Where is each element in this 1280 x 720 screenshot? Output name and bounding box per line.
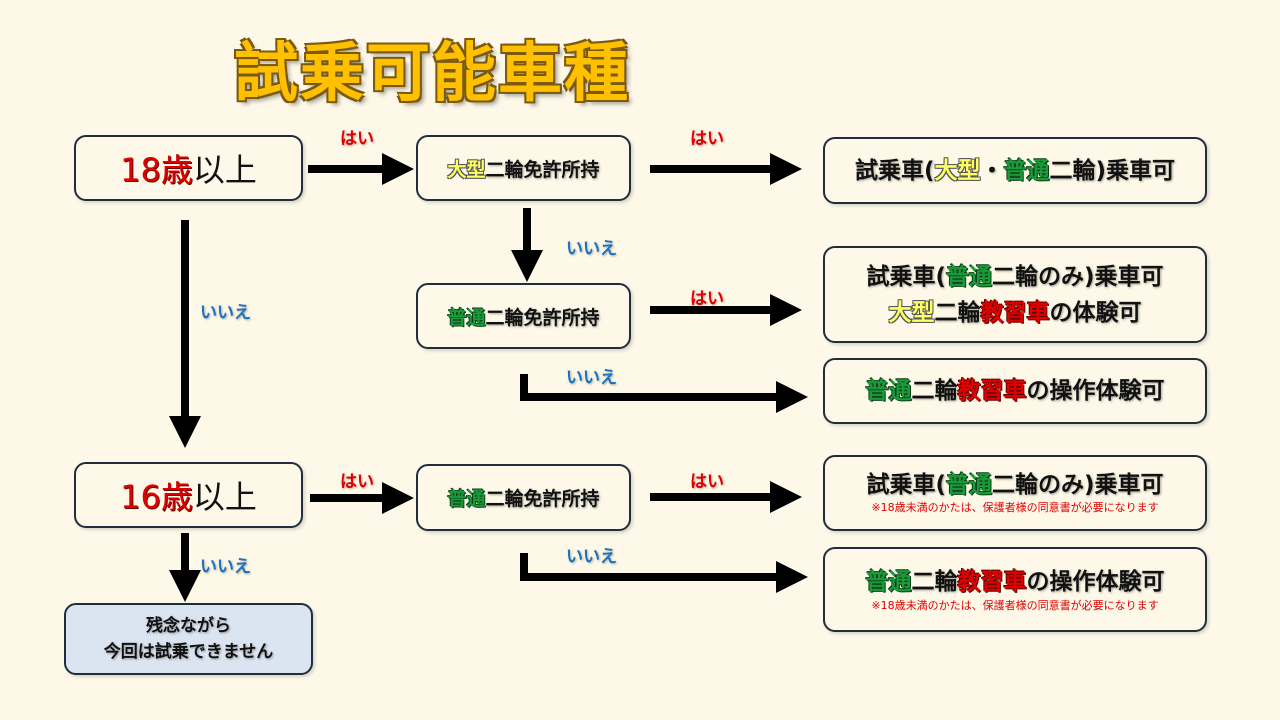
text-normal: 普通 [1003,157,1050,184]
text-training-bike: 教習車 [980,299,1050,326]
label-no: いいえ [566,547,617,567]
text: 二輪 [934,299,981,326]
label-yes: はい [340,472,374,492]
page-title: 試乗可能車種 [234,37,630,111]
node-normal-license-2: 普通二輪免許所持 [416,464,631,531]
text: 二輪 [911,378,958,404]
result-normal-and-large-trial: 試乗車(普通二輪のみ)乗車可 大型二輪教習車の体験可 [823,246,1207,343]
text-normal: 普通 [865,568,912,595]
label-yes: はい [690,129,724,149]
age-number: 16歳 [120,478,193,516]
node-large-license: 大型二輪免許所持 [416,135,631,201]
text: ・ [980,157,1004,184]
text-normal: 普通 [447,306,486,329]
label-no: いいえ [200,557,251,577]
age-suffix: 以上 [192,151,257,189]
node-normal-license-1: 普通二輪免許所持 [416,283,631,349]
text-normal: 普通 [447,488,486,510]
age-suffix: 以上 [192,478,257,516]
guardian-consent-note: ※18歳未満のかたは、保護者様の同意書が必要になります [871,501,1159,514]
fail-line-2: 今回は試乗できません [103,642,274,662]
text: 試乗車( [866,472,946,498]
text: 二輪のみ)乗車可 [992,472,1164,498]
text-normal: 普通 [865,378,912,404]
text: の操作体験可 [1026,378,1165,404]
text-training-bike: 教習車 [957,378,1027,404]
guardian-consent-note: ※18歳未満のかたは、保護者様の同意書が必要になります [871,598,1159,612]
result-training-operation: 普通二輪教習車の操作体験可 [823,358,1207,424]
node-not-eligible: 残念ながら 今回は試乗できません [64,603,313,675]
text-large: 大型 [888,299,935,326]
text-large: 大型 [934,157,981,184]
result-training-operation-16: 普通二輪教習車の操作体験可 ※18歳未満のかたは、保護者様の同意書が必要になりま… [823,547,1207,632]
label-no: いいえ [566,239,617,259]
text-license: 二輪免許所持 [485,306,600,329]
text: 試乗車( [854,157,935,184]
result-normal-only-16: 試乗車(普通二輪のみ)乗車可 ※18歳未満のかたは、保護者様の同意書が必要になり… [823,455,1207,531]
text-license: 二輪免許所持 [485,158,600,181]
arrow-normal1-no [520,374,808,413]
fail-line-1: 残念ながら [146,616,231,636]
node-age-16: 16歳以上 [74,462,303,528]
label-no: いいえ [200,303,251,323]
text: 二輪 [911,568,958,595]
text: 二輪)乗車可 [1049,157,1176,184]
age-number: 18歳 [120,151,193,189]
result-all-models: 試乗車(大型・普通二輪)乗車可 [823,137,1207,204]
text-normal: 普通 [946,472,992,498]
label-yes: はい [340,129,374,149]
text: 二輪のみ)乗車可 [992,263,1164,290]
text-license: 二輪免許所持 [485,488,600,510]
text: 試乗車( [866,263,946,290]
text: の操作体験可 [1026,568,1165,595]
text-normal: 普通 [946,263,992,290]
label-no: いいえ [566,368,617,388]
node-age-18: 18歳以上 [74,135,303,201]
text-large: 大型 [447,158,486,181]
arrow-normal2-no [520,553,808,593]
text-training-bike: 教習車 [957,568,1027,595]
label-yes: はい [690,289,724,309]
label-yes: はい [690,472,724,492]
text: の体験可 [1049,299,1142,326]
